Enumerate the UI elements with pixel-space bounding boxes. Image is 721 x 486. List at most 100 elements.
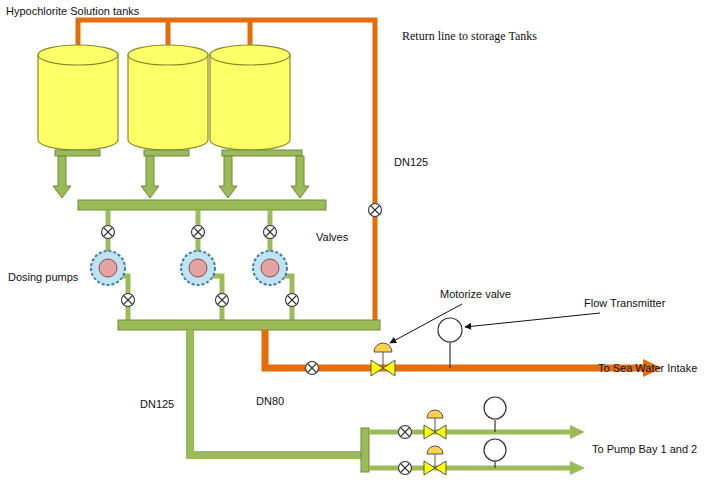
drawing-part <box>210 55 290 150</box>
drawing-part <box>427 410 443 418</box>
drawing-part <box>306 362 319 375</box>
drawing-part <box>308 364 317 373</box>
hand-valve <box>306 362 319 375</box>
destination-label: To Sea Water Intake <box>598 362 697 375</box>
drawing-part <box>424 461 435 475</box>
return-line <box>78 20 375 320</box>
drawing-part <box>253 251 287 285</box>
drawing-part <box>264 226 277 239</box>
drawing-part <box>371 206 380 215</box>
drawing-part <box>401 428 410 437</box>
suction-header <box>78 200 326 210</box>
drawing-part <box>104 228 113 237</box>
drawing-part <box>128 55 208 150</box>
drawing-part <box>53 156 71 198</box>
hand-valve <box>102 226 115 239</box>
drawing-part <box>401 428 410 437</box>
drawing-part <box>104 228 113 237</box>
pipe-arrowhead <box>570 425 585 439</box>
drawing-part <box>210 45 290 65</box>
drawing-part <box>141 156 159 198</box>
drawing-part <box>261 259 279 277</box>
drawing-part <box>216 294 229 307</box>
size-label: DN125 <box>394 156 428 169</box>
drawing-part <box>91 251 125 285</box>
drawing-part <box>371 360 383 376</box>
callout-label: Flow Transmitter <box>584 297 665 310</box>
drawing-part <box>192 226 205 239</box>
drawing-part <box>369 204 382 217</box>
drawing-part <box>194 228 203 237</box>
branch-header <box>361 428 369 472</box>
drawing-part <box>102 226 115 239</box>
hand-valve <box>192 226 205 239</box>
discharge-header <box>118 320 380 330</box>
drawing-part <box>435 454 436 468</box>
drawing-part <box>427 446 443 454</box>
pipe-label: Return line to storage Tanks <box>402 30 537 43</box>
motorized-valves <box>371 343 446 475</box>
drawing-part <box>253 251 287 285</box>
drawing-part <box>435 425 446 439</box>
drawing-part <box>399 462 412 475</box>
drawing-part <box>219 156 237 198</box>
callout-label: Motorize valve <box>440 288 511 301</box>
hand-valve <box>399 462 412 475</box>
drawing-part <box>374 343 392 352</box>
drawing-part <box>248 20 253 47</box>
drawing-part <box>494 420 495 432</box>
solution-tanks <box>38 45 290 150</box>
drawing-part <box>484 439 506 461</box>
pump-lines <box>108 210 292 320</box>
drawing-part <box>371 206 380 215</box>
drawing-part <box>266 228 275 237</box>
drawing-part <box>189 259 207 277</box>
part-label: Dosing pumps <box>8 271 78 284</box>
drawing-part <box>401 464 410 473</box>
drawing-part <box>181 251 215 285</box>
drawing-part <box>438 318 462 342</box>
hand-valve <box>286 294 299 307</box>
drawing-part <box>194 228 203 237</box>
drawing-part <box>383 360 395 376</box>
drawing-part <box>435 418 436 432</box>
drawing-part <box>218 296 227 305</box>
drawing-part <box>181 251 215 285</box>
drawing-part <box>124 296 133 305</box>
drawing-part <box>288 296 297 305</box>
drawing-part <box>424 425 435 439</box>
hand-valve <box>264 226 277 239</box>
drawing-part <box>222 150 302 156</box>
outlet-arrows <box>53 150 309 198</box>
drawing-part <box>55 150 100 156</box>
drawing-part <box>122 294 135 307</box>
size-label: DN80 <box>256 395 284 408</box>
part-label: Valves <box>316 231 348 244</box>
hand-valve <box>122 294 135 307</box>
drawing-part <box>449 342 450 368</box>
hand-valves <box>102 204 412 475</box>
drawing-part <box>38 45 118 65</box>
drawing-part <box>128 45 208 65</box>
figure-title: Hypochlorite Solution tanks <box>6 5 139 18</box>
drawing-part <box>99 259 117 277</box>
drawing-part <box>484 397 506 419</box>
hand-valve <box>399 426 412 439</box>
drawing-part <box>91 251 125 285</box>
destination-label: To Pump Bay 1 and 2 <box>592 443 697 456</box>
hand-valve <box>216 294 229 307</box>
drawing-part <box>383 352 384 368</box>
leader-line <box>390 304 462 343</box>
leader-line <box>465 313 600 327</box>
dosing-pumps <box>91 251 287 285</box>
drawing-part <box>399 426 412 439</box>
drawing-part <box>288 296 297 305</box>
pipe-arrowhead <box>570 461 585 475</box>
dn125-pipe <box>190 330 365 455</box>
size-label: DN125 <box>140 398 174 411</box>
flow-transmitters <box>438 318 506 468</box>
drawing-part <box>286 294 299 307</box>
drawing-part <box>308 364 317 373</box>
